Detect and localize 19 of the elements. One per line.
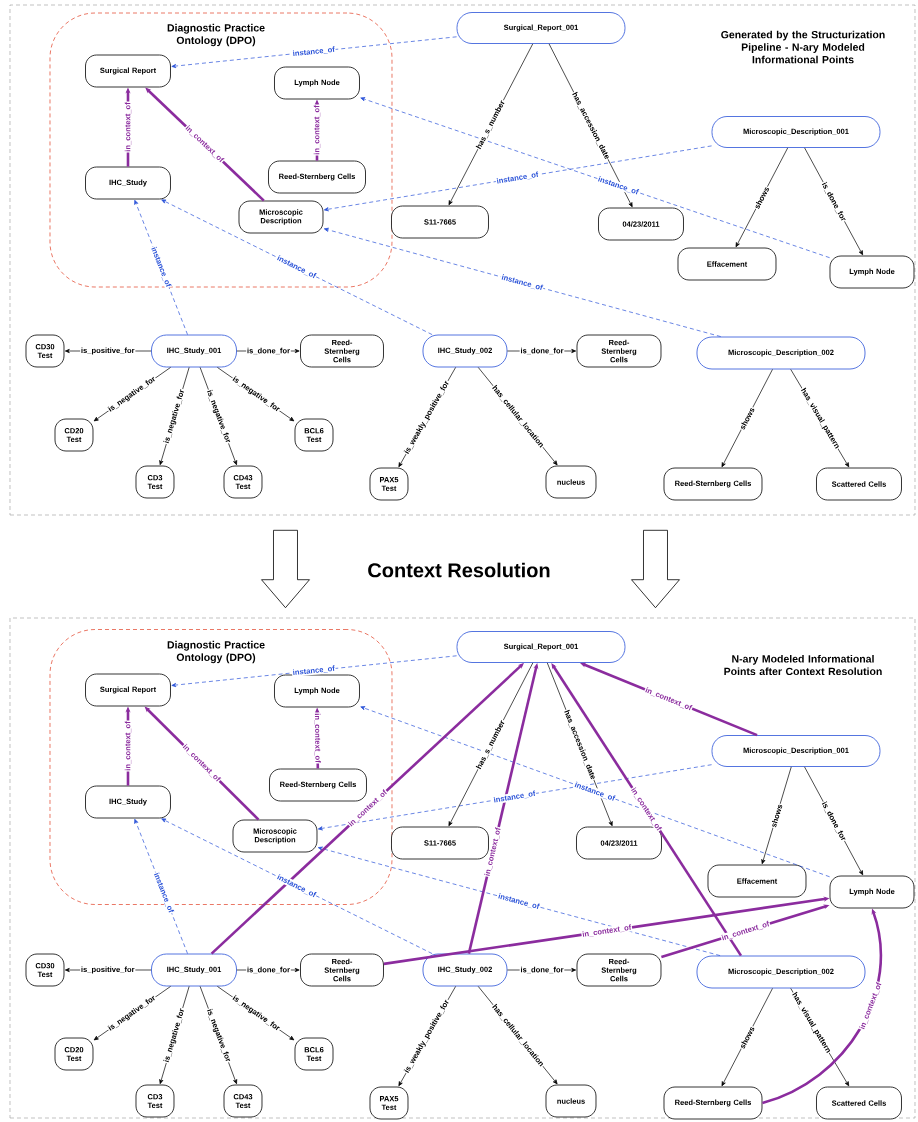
- block-arrow: [261, 529, 310, 609]
- ontology-heading: Diagnostic Practice Ontology (DPO): [167, 640, 265, 664]
- arrow: [161, 199, 433, 335]
- arrow: [360, 706, 830, 878]
- arrow: [360, 97, 830, 259]
- arrow: [134, 199, 188, 335]
- arrow: [171, 655, 457, 688]
- section-title: Context Resolution: [368, 562, 550, 578]
- arrow: [317, 846, 721, 956]
- arrow: [317, 764, 712, 831]
- arrow: [134, 818, 188, 954]
- arrow: [161, 818, 433, 954]
- ontology-heading: Diagnostic Practice Ontology (DPO): [167, 23, 265, 47]
- block-arrow: [631, 529, 680, 609]
- arrow: [171, 36, 457, 69]
- panel-heading: N-ary Modeled Informational Points after Context Resolution: [724, 654, 882, 676]
- arrow: [323, 145, 712, 212]
- panel-heading: Generated by the Structurization Pipeline - N-ary Modeled Informational Points: [721, 30, 885, 64]
- arrow: [323, 227, 722, 337]
